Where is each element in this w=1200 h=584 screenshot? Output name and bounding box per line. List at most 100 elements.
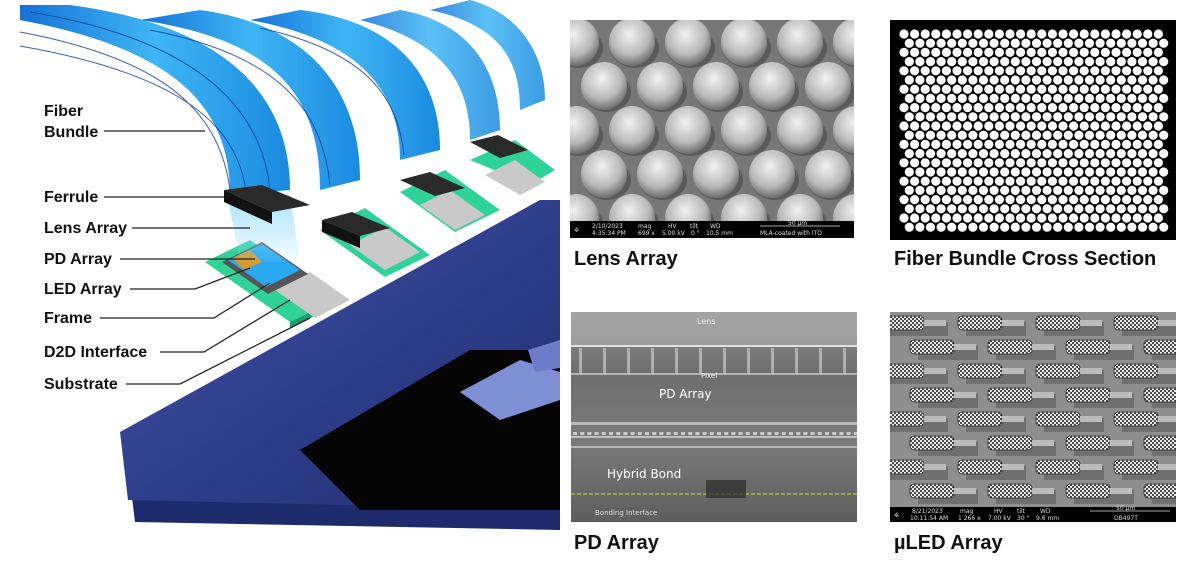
uled-contact xyxy=(1032,392,1054,398)
substrate xyxy=(120,200,560,530)
fiber-core xyxy=(1069,66,1079,76)
fiber-core xyxy=(1042,185,1052,195)
fiber-core xyxy=(1148,167,1158,177)
fiber-core xyxy=(1137,167,1148,177)
fiber-core xyxy=(915,204,925,214)
fiber-core xyxy=(952,103,962,113)
fiber-core xyxy=(1063,167,1073,177)
fiber-core xyxy=(1058,47,1068,57)
fiber-core xyxy=(1148,57,1158,67)
fiber-core xyxy=(1031,149,1042,159)
lens-array-svg: ✲ 2/10/2023 4:35:34 PM mag 699 x HV 5.00… xyxy=(570,20,854,238)
pd-pillar xyxy=(699,348,702,374)
microlens xyxy=(570,20,599,66)
microlens xyxy=(721,106,767,154)
pd-pad xyxy=(637,432,642,435)
fiber-core xyxy=(1079,47,1089,57)
fiber-core xyxy=(1143,195,1153,205)
fiber-core xyxy=(899,103,909,113)
fiber-core xyxy=(1016,213,1026,223)
fiber-core xyxy=(931,195,941,205)
fiber-core xyxy=(978,185,989,195)
fiber-core xyxy=(1137,93,1148,103)
microlens xyxy=(609,20,655,66)
fiber-core xyxy=(1116,57,1126,67)
fiber-core xyxy=(1063,222,1073,232)
uled-emitter xyxy=(909,339,955,355)
fiber-core xyxy=(899,158,909,168)
pd-pad xyxy=(817,432,822,435)
fiber-core xyxy=(973,84,983,94)
fiber-core xyxy=(1106,57,1116,67)
fiber-core xyxy=(1021,38,1031,48)
fiber-core xyxy=(994,213,1004,223)
fiber-core xyxy=(1042,57,1052,67)
fiber-core xyxy=(1042,93,1052,103)
fiber-core xyxy=(1000,167,1010,177)
fiber-core xyxy=(1037,47,1047,57)
fiber-core xyxy=(1016,158,1026,168)
pd-pad xyxy=(846,432,851,435)
fiber-core xyxy=(920,47,930,57)
fiber-core xyxy=(989,204,999,214)
fiber-core xyxy=(1021,112,1031,122)
fiber-core xyxy=(952,84,962,94)
uled-emitter xyxy=(987,339,1033,355)
fiber-core xyxy=(1016,29,1026,39)
fiber-core xyxy=(910,195,920,205)
uled-hv-label: HV xyxy=(994,508,1004,515)
fiber-core xyxy=(994,84,1004,94)
fiber-core xyxy=(1069,47,1079,57)
fiber-core xyxy=(968,130,978,140)
pd-array-svg: Lens Pixel PD Array Hybrid Bond Bonding … xyxy=(571,312,857,522)
fiber-core xyxy=(1100,213,1110,223)
uled-contact xyxy=(1110,488,1132,494)
fiber-core xyxy=(936,149,946,159)
fiber-core xyxy=(1090,158,1100,168)
pd-array-overlay-label: PD Array xyxy=(659,387,712,401)
fiber-core xyxy=(931,121,941,131)
pd-pad xyxy=(745,432,750,435)
fiber-core xyxy=(1095,57,1105,67)
fiber-core xyxy=(1042,75,1052,85)
fiber-core xyxy=(989,222,999,232)
pd-pad xyxy=(695,432,700,435)
fiber-core xyxy=(1079,84,1089,94)
fiber-core xyxy=(1148,130,1158,140)
fiber-core xyxy=(1111,195,1121,205)
fiber-core xyxy=(915,167,925,177)
fiber-core xyxy=(957,75,967,85)
fiber-core xyxy=(1079,176,1089,186)
fiber-core xyxy=(1127,149,1137,159)
fiber-core xyxy=(915,93,925,103)
fiber-core xyxy=(1037,66,1047,76)
fiber-core xyxy=(957,149,967,159)
fiber-core xyxy=(936,38,946,48)
fiber-core xyxy=(1122,66,1132,76)
fiber-core xyxy=(1084,38,1095,48)
fiber-core xyxy=(1000,57,1010,67)
fiber-core xyxy=(1090,176,1100,186)
uled-emitter xyxy=(1143,483,1176,499)
fiber-core xyxy=(904,38,914,48)
uled-emitter xyxy=(1035,459,1081,475)
fiber-core xyxy=(936,93,946,103)
microlens xyxy=(665,106,711,154)
fiber-core xyxy=(1132,195,1142,205)
fiber-core xyxy=(904,130,914,140)
uled-emitter xyxy=(957,411,1003,427)
fiber-core xyxy=(941,176,951,186)
pd-pad xyxy=(781,432,786,435)
fiber-core xyxy=(1074,112,1084,122)
fiber-core xyxy=(904,57,914,67)
fiber-core xyxy=(1116,93,1126,103)
fiber-core xyxy=(1074,185,1084,195)
fiber-core xyxy=(963,66,973,76)
fiber-core xyxy=(931,103,941,113)
fiber-core xyxy=(1053,112,1063,122)
fiber-core xyxy=(904,167,914,177)
fiber-core xyxy=(984,29,994,39)
fiber-core xyxy=(920,158,930,168)
fiber-core xyxy=(1000,112,1010,122)
fiber-core xyxy=(1153,139,1163,149)
